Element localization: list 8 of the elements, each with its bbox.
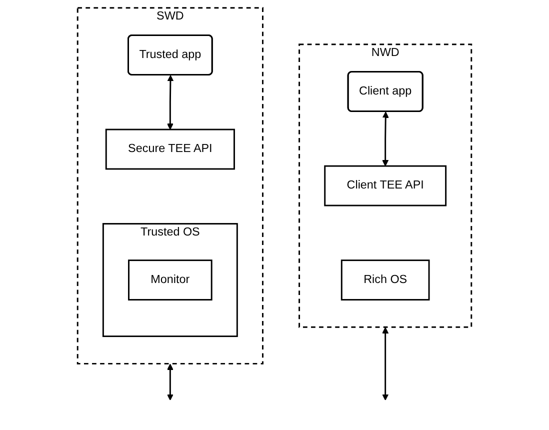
node-box: Secure TEE API: [105, 128, 235, 170]
node-box: Client TEE API: [324, 165, 447, 206]
arrow: [382, 112, 389, 166]
arrow: [166, 75, 174, 130]
arrow: [382, 327, 389, 401]
node-box: Monitor: [128, 260, 212, 300]
node-box: Rich OS: [340, 260, 430, 300]
arrow: [166, 364, 174, 401]
